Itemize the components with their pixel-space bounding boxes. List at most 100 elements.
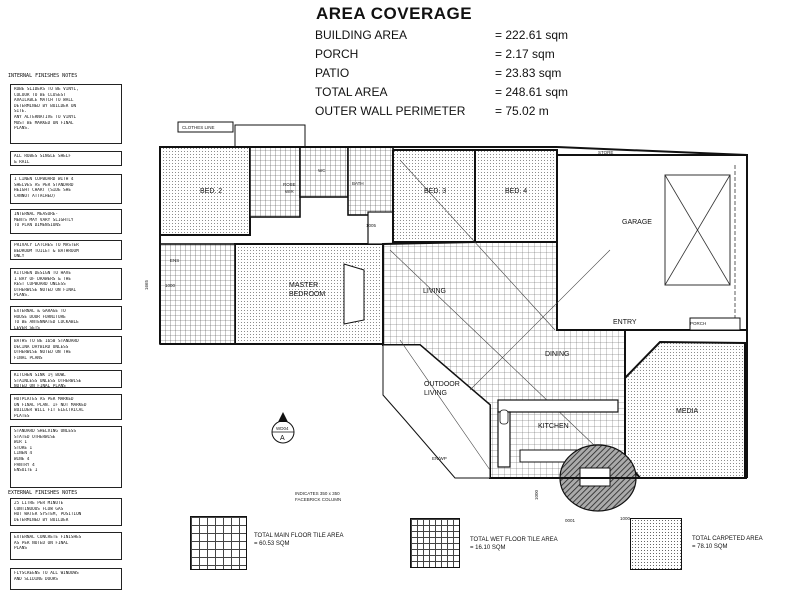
note-line: REST CUPBOARD UNLESS (14, 282, 66, 288)
dim-1000c: 1000 (620, 516, 631, 521)
note-line: BUILDER WILL FIT ELECTRICAL (14, 408, 84, 414)
dim-0001: 0001 (565, 518, 576, 523)
bed3-label: BED. 3 (424, 188, 446, 195)
note-line: DETERMINED BY BUILDER ON (14, 103, 77, 109)
bedroom-label: BEDROOM (289, 291, 325, 298)
wet-areas (159, 146, 394, 345)
note-line: FLYSCREENS TO ALL WINDOWS (14, 571, 79, 576)
note-line: MENTS MAY VARY SLIGHTLY (14, 217, 74, 223)
dining-label: DINING (545, 351, 570, 358)
note-line: DETERMINED BY BUILDER (14, 517, 69, 523)
main-floor-tile-legend: TOTAL MAIN FLOOR TILE AREA = 60.53 SQM (254, 533, 344, 547)
note-line: PLANS. (14, 126, 30, 132)
coverage-value: = 2.17 sqm (495, 47, 555, 61)
dim-1005: 1005 (366, 223, 377, 228)
note-line: NOTED ON FINAL PLANS (14, 384, 66, 390)
note-line: SITE. (14, 109, 27, 115)
note-line: STAINLESS UNLESS OTHERWISE (14, 378, 82, 384)
note-line: BATHS TO BE 1650 STANDARD (14, 339, 79, 344)
internal-note: ALL ROBES SINGLE SHELF& RAIL (10, 151, 122, 166)
note-line: ON FINAL PLAN. IF NOT MARKED (14, 402, 87, 408)
note-line: KITCHEN SINK 1½ BOWL (14, 373, 66, 378)
ens-label: ENS (170, 258, 179, 263)
coverage-label: TOTAL AREA (315, 85, 388, 99)
note-line: WIR 1 (14, 440, 27, 446)
note-line: OTHERWISE NOTED ON THE (14, 350, 71, 356)
dim-1000b: 1000 (534, 489, 539, 500)
section-id: WD04 (276, 426, 289, 431)
note-line: COLOUR TO BE CLOSEST (14, 92, 66, 98)
coverage-label: OUTER WALL PERIMETER (315, 104, 466, 118)
master-label: MASTER (289, 282, 318, 289)
note-line: HOTPLATES AS PER MARKED (14, 397, 74, 402)
internal-note: ROBE SLIDERS TO BE VINYL,COLOUR TO BE CL… (10, 84, 122, 144)
carpeted-area-swatch (630, 518, 682, 570)
robe-label: ROBE (283, 182, 296, 187)
coverage-label: BUILDING AREA (315, 28, 408, 42)
outdoor-living-label: LIVING (424, 390, 447, 397)
note-line: HOUSE DOOR FURNITURE (14, 314, 66, 320)
note-line: STANDARD SHELVING UNLESS (14, 429, 77, 434)
note-line: WINE 4 (14, 456, 30, 462)
note-line: INTERNAL MEASURE- (14, 212, 58, 217)
coverage-value: = 23.83 sqm (495, 66, 562, 80)
clothes-line (177, 121, 234, 133)
facebrick-note: INDICATES 350 x 350 (295, 491, 340, 496)
note-line: & RAIL (14, 159, 30, 165)
bed4-label: BED. 4 (505, 188, 527, 195)
master-robe (343, 263, 365, 325)
note-line: AND SLIDING DOORS (14, 576, 58, 582)
note-line: KITCHEN DESIGN TO HAVE (14, 271, 71, 276)
note-line: ENSUITE 1 (14, 468, 38, 474)
note-line: OTHERWISE NOTED ON FINAL (14, 287, 77, 293)
store-label: STORE (598, 150, 613, 155)
main-floor-tile-swatch (190, 516, 247, 570)
coverage-label: PATIO (315, 66, 350, 80)
wet-floor-tile-swatch (410, 518, 460, 568)
note-line: CANNOT ATTACHED) (14, 193, 56, 199)
note-line: MUST BE MARKED ON FINAL (14, 120, 74, 126)
note-line: CONTINUOUS FLOW GAS (14, 506, 64, 512)
external-notes-heading: EXTERNAL FINISHES NOTES (8, 490, 78, 496)
note-line: ONLY (14, 254, 25, 260)
note-line: DECINA DAYBIRD UNLESS (14, 344, 69, 350)
media-label: MEDIA (676, 408, 699, 415)
coverage-value: = 75.02 m (495, 104, 549, 118)
note-line: SHELVES AS PER STANDARD (14, 182, 74, 188)
note-line: LEVER SETS (14, 325, 40, 331)
section-marker (271, 412, 295, 444)
dim-1665: 1665 (144, 279, 149, 290)
note-line: 25 LITRE PER MINUTE (14, 501, 64, 506)
garage-label: GARAGE (622, 219, 652, 226)
note-line: 1 BAY OF DRAWERS & THE (14, 276, 71, 282)
porch-label: PORCH (690, 321, 706, 326)
bed2-label: BED. 2 (200, 188, 222, 195)
note-line: ANY ALTERNATIVE TO VINYL (14, 114, 77, 120)
en-wp-label: EN/WP (432, 456, 447, 461)
area-coverage-title: AREA COVERAGE (316, 4, 473, 23)
note-line: PLANS. (14, 293, 30, 299)
living-label: LIVING (423, 288, 446, 295)
coverage-value: = 222.61 sqm (495, 28, 569, 42)
note-line: LINEN 4 (14, 451, 33, 457)
note-line: BEDROOM TOILET & BATHROOM (14, 248, 79, 254)
note-line: FINAL PLANS (14, 355, 43, 361)
note-line: PRIVACY LATCHES TO MASTER (14, 243, 79, 248)
kitchen-label: KITCHEN (538, 423, 569, 430)
note-line: PLATES (14, 413, 30, 419)
clothes-line-label: CLOTHES LINE (182, 125, 215, 130)
internal-walls (159, 146, 748, 479)
note-line: ROBE SLIDERS TO BE VINYL, (14, 87, 79, 92)
note-line: EXTERNAL & GARAGE TO (14, 309, 66, 314)
wc-label: WC (318, 168, 326, 173)
bath-label: BATH (352, 181, 364, 186)
